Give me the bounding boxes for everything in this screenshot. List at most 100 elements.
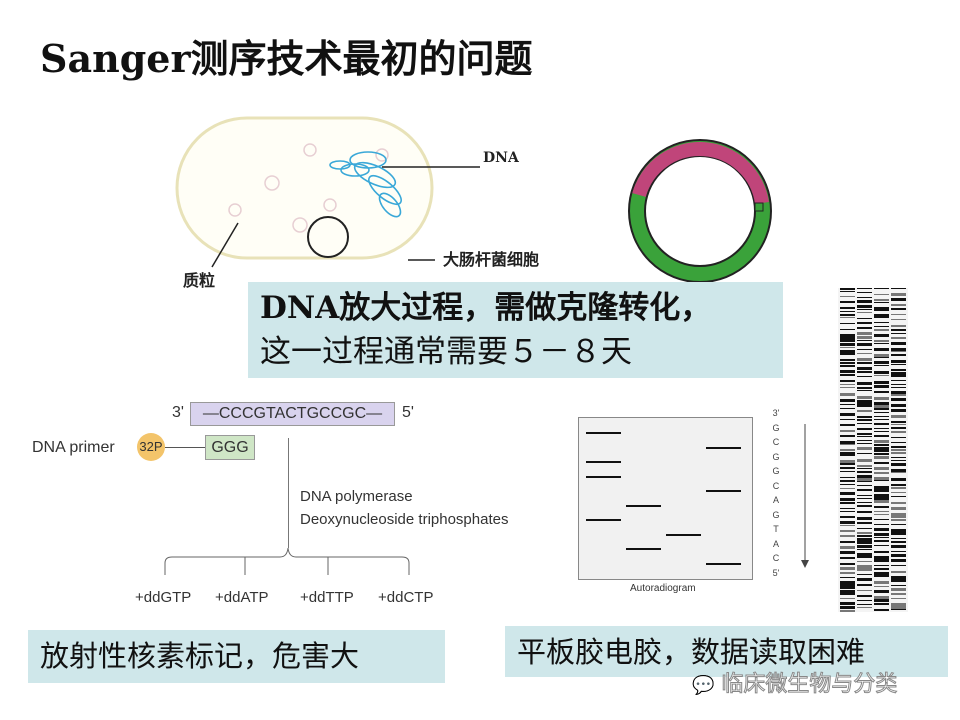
gel-photo-band <box>840 610 855 612</box>
gel-photo-band <box>891 598 906 599</box>
gel-photo-band <box>874 412 889 413</box>
gel-photo-band <box>857 478 872 481</box>
gel-photo-band <box>891 524 906 525</box>
seq-base: G <box>772 451 780 462</box>
gel-photo-band <box>874 294 889 295</box>
gel-photo-band <box>840 296 855 297</box>
gel-photo-band <box>857 332 872 335</box>
gel-photo-band <box>891 588 906 591</box>
gel-photo-band <box>891 421 906 423</box>
autoradiogram-caption: Autoradiogram <box>630 583 696 594</box>
gel-photo-band <box>857 495 872 496</box>
gel-photo-band <box>857 471 872 473</box>
gel-photo-band <box>874 506 889 508</box>
gel-photo-band <box>857 390 872 391</box>
gel-photo-band <box>874 511 889 512</box>
gel-photo-band <box>840 362 855 364</box>
gel-photo-band <box>840 337 855 340</box>
gel-photo-band <box>857 549 872 550</box>
gel-photo-band <box>840 314 855 316</box>
gel-photo-band <box>840 430 855 432</box>
gel-photo-band <box>857 312 872 313</box>
gel-photo-band <box>874 329 889 331</box>
gel-photo-band <box>874 444 889 446</box>
gel-photo-band <box>840 563 855 565</box>
large-plasmid <box>307 216 349 258</box>
gel-photo-band <box>840 419 855 420</box>
gel-photo-band <box>874 556 889 559</box>
gel-photo-band <box>857 371 872 373</box>
gel-photo-band <box>891 409 906 412</box>
gel-photo-band <box>874 408 889 410</box>
gel-photo-band <box>857 498 872 499</box>
gel-photo-band <box>891 513 906 516</box>
gel-photo-band <box>840 477 855 478</box>
gel-photo-band <box>840 399 855 402</box>
gel-photo-band <box>840 347 855 348</box>
gel-photo-band <box>891 606 906 609</box>
gel-photo-band <box>874 435 889 437</box>
gel-photo-band <box>874 514 889 515</box>
gel-photo-band <box>891 484 906 486</box>
gel-photo-band <box>840 329 855 330</box>
gel-photo-band <box>874 307 889 310</box>
gel-photo-band <box>840 301 855 303</box>
gel-photo-band <box>840 441 855 444</box>
gel-photo-band <box>874 288 889 289</box>
gel-photo-band <box>874 354 889 357</box>
gel-photo-band <box>857 511 872 513</box>
gel-photo-band <box>891 487 906 489</box>
gel-photo-band <box>874 489 889 492</box>
gel-photo-band <box>840 557 855 559</box>
gel-photo-band <box>840 288 855 290</box>
gel-photo-band <box>874 419 889 420</box>
gel-photo-band <box>857 440 872 441</box>
seq-5prime: 5' <box>772 567 780 578</box>
gel-photo-band <box>874 348 889 351</box>
seq-3prime: 3' <box>772 408 780 418</box>
gel-photo-band <box>840 530 855 532</box>
gel-photo-band <box>891 380 906 381</box>
gel-photo-band <box>874 416 889 417</box>
gel-photo-band <box>891 576 906 579</box>
gel-photo-band <box>874 537 889 538</box>
gel-photo-band <box>891 593 906 595</box>
gel-photo-band <box>891 293 906 296</box>
gel-photo-band <box>840 343 855 346</box>
callout-line-2: 这一过程通常需要５－８天 <box>260 334 632 370</box>
primer-sequence: GGG <box>205 435 255 460</box>
gel-photo-band <box>891 437 906 438</box>
gel-photo-band <box>874 609 889 611</box>
gel-photo-band <box>857 376 872 377</box>
gel-photo-band <box>874 497 889 500</box>
gel-band <box>706 446 741 449</box>
reaction-ddttp: +ddTTP <box>300 589 354 606</box>
gel-photo-band <box>874 302 889 303</box>
gel-photo-band <box>891 585 906 586</box>
gel-photo-band <box>874 540 889 542</box>
gel-photo-band <box>840 516 855 518</box>
gel-photo-band <box>891 337 906 339</box>
gel-photo-band <box>840 384 855 385</box>
gel-photo-band <box>840 317 855 318</box>
plasmid-ring <box>628 139 772 283</box>
gel-photo-band <box>840 380 855 382</box>
gel-photo-band <box>891 415 906 418</box>
gel-photo-band <box>857 433 872 435</box>
gel-photo-band <box>891 325 906 327</box>
gel-photo-band <box>891 609 906 610</box>
gel-photo-band <box>891 554 906 557</box>
seq-base: G <box>772 422 780 433</box>
gel-photo-band <box>840 323 855 324</box>
gel-photo-band <box>857 343 872 346</box>
gel-photo-band <box>840 480 855 482</box>
gel-photo-band <box>857 436 872 437</box>
gel-photo-band <box>840 334 855 337</box>
gel-photo-band <box>840 413 855 416</box>
callout-amplification: DNA放大过程，需做克隆转化， 这一过程通常需要５－８天 <box>248 282 783 378</box>
sequencing-gel-photo <box>838 288 908 612</box>
gel-photo-band <box>857 322 872 324</box>
gel-photo-band <box>891 545 906 548</box>
isotope-label: 32P <box>137 433 165 461</box>
gel-photo-band <box>874 528 889 531</box>
